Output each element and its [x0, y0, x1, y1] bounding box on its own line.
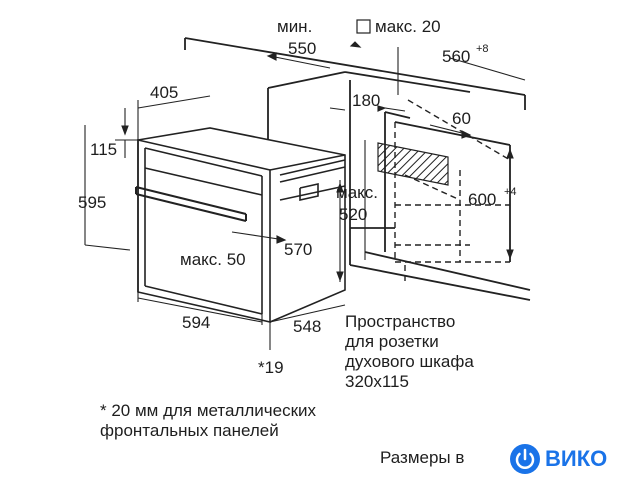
dim-115: 115 [90, 140, 117, 159]
socket-note: Пространство для розетки духового шкафа … [345, 312, 474, 392]
dim-60: 60 [452, 109, 471, 128]
footnote: * 20 мм для металлических фронтальных па… [100, 401, 316, 441]
niche-outline [394, 99, 511, 285]
dim-600: 600 [468, 190, 496, 209]
socket-note-line: Пространство [345, 312, 456, 331]
dim-570: 570 [284, 240, 312, 259]
dim-max50: макс. 50 [180, 250, 246, 269]
dim-594: 594 [182, 313, 210, 332]
dimension-texts: мин. 550 макс. 20 560 +8 405 180 60 115 … [78, 17, 517, 377]
dim-600-sup: +4 [504, 186, 517, 198]
square-symbol-icon [356, 19, 371, 34]
dim-548: 548 [293, 317, 321, 336]
sizes-label: Размеры в [380, 448, 465, 467]
dimension-lines [84, 41, 526, 350]
footnote-line: фронтальных панелей [100, 421, 279, 440]
dim-19: *19 [258, 358, 284, 377]
oven-handle [135, 186, 247, 222]
dim-560: 560 [442, 47, 470, 66]
socket-area [377, 142, 449, 186]
oven-body [137, 127, 346, 324]
socket-note-line: для розетки [345, 332, 439, 351]
dim-560-sup: +8 [476, 43, 489, 55]
power-icon [510, 444, 540, 474]
socket-note-line: 320x115 [345, 372, 409, 391]
dim-520: 520 [339, 205, 367, 224]
dim-550: 550 [288, 39, 316, 58]
footnote-line: * 20 мм для металлических [100, 401, 317, 420]
brand-name: ВИКО [545, 446, 608, 471]
brand-logo: ВИКО [508, 442, 607, 476]
dim-595: 595 [78, 193, 106, 212]
dim-405: 405 [150, 83, 178, 102]
dim-min-label: мин. [277, 17, 312, 36]
dim-max20: макс. 20 [375, 17, 441, 36]
socket-note-line: духового шкафа [345, 352, 474, 371]
dim-max-label: макс. [336, 183, 378, 202]
dim-180: 180 [352, 91, 380, 110]
